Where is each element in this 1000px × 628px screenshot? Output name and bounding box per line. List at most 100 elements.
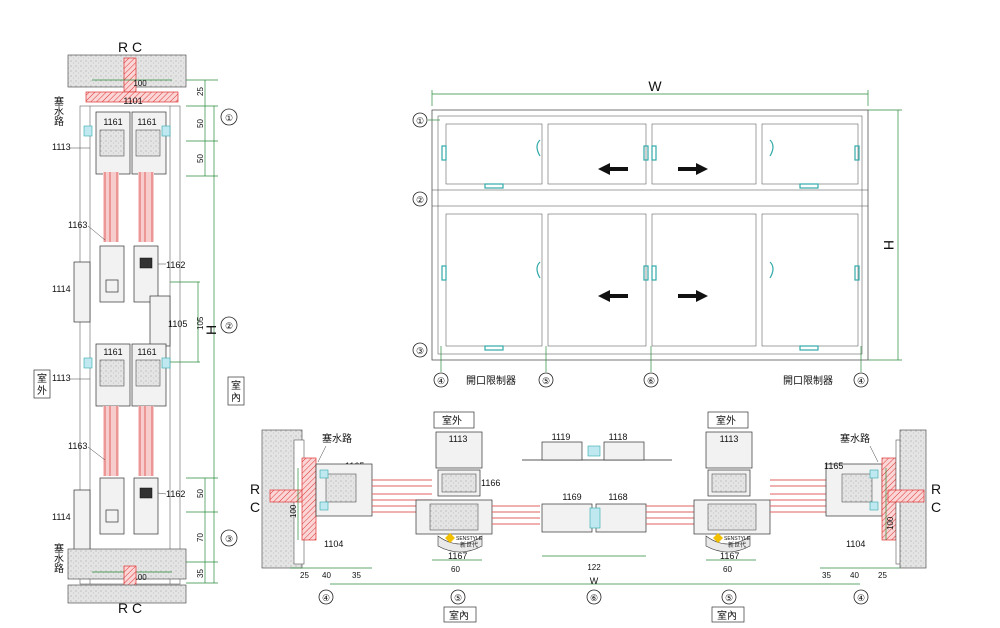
indoor-left-1: 室 [231,379,241,392]
horizontal-section: R C 塞水路 1165 1104 100 室外 1113 1166 SENST… [250,411,941,623]
part-1161-c: 1161 [103,347,122,357]
arrow-left-icon [598,290,628,302]
part-1162-top: 1162 [166,260,185,270]
rc-top-label: R C [118,39,142,55]
limiter-icon [484,345,504,351]
w-label-top: W [648,78,662,94]
water-plug-top-2: 水 [54,106,64,118]
part-1166: 1166 [481,478,500,488]
dim-25-left: 25 [300,571,309,580]
limiter-icon [799,345,819,351]
part-1169: 1169 [562,492,581,502]
brand-en-right: SENSTYLE [724,536,751,542]
hook-icon [769,261,774,279]
part-1119: 1119 [552,432,571,442]
part-1161-b: 1161 [137,117,156,127]
limiter-icon [799,183,819,189]
marker-5-bottom-left: ⑤ [454,593,462,603]
w-label-bottom: W [590,576,599,586]
handle-icon [651,145,657,161]
water-plug-bottom-2: 水 [54,553,64,565]
hook-icon [536,261,541,279]
water-plug-left: 塞水路 [322,432,352,445]
indoor-left-2: 內 [231,392,241,404]
part-1114-bottom: 1114 [52,512,71,522]
dim-25-top: 25 [196,87,205,96]
handle-icon [651,265,657,281]
dim-70: 70 [196,533,205,542]
marker-2-left: ② [225,321,233,331]
dim-40-right: 40 [850,571,859,580]
outdoor-mid-left: 室外 [442,414,462,427]
mid-sash-right [133,245,159,303]
part-1113-right: 1113 [720,434,739,444]
dim-50-bottom: 50 [196,489,205,498]
dim-100-right: 100 [886,516,895,530]
part-1167-left: 1167 [448,551,467,561]
brand-logo-icon [713,533,723,543]
part-1167-right: 1167 [720,551,739,561]
dim-100-left: 100 [289,504,298,518]
c-left: C [250,499,260,515]
part-1161-a: 1161 [103,117,122,127]
dim-35-left: 35 [196,569,205,578]
part-1168: 1168 [608,492,627,502]
marker-4-bottom-left: ④ [322,593,330,603]
elevation-view: W [412,78,902,388]
dim-35-bottom-right: 35 [822,571,831,580]
dim-60-left: 60 [451,565,460,574]
r-left: R [250,481,260,497]
water-plug-right: 塞水路 [840,432,870,445]
indoor-bottom-right: 室內 [717,609,737,622]
part-1163-top: 1163 [68,220,87,230]
arrow-right-icon [678,290,708,302]
marker-6-elev: ⑥ [647,376,655,386]
dim-35-bottom-left: 35 [352,571,361,580]
arrow-right-icon [678,163,708,175]
brand-logo-icon [445,533,455,543]
marker-1-elev: ① [416,116,424,126]
opening-limiter-left: 開口限制器 [466,374,516,387]
part-1163-bottom: 1163 [68,441,87,451]
part-1104-left: 1104 [324,539,343,549]
dim-105: 105 [196,316,205,330]
rc-bottom-label: R C [118,600,142,616]
dim-122: 122 [587,563,601,572]
part-1118: 1118 [609,432,628,442]
outdoor-left-1: 室 [37,372,47,385]
part-1165-right: 1165 [824,461,843,471]
part-1101: 1101 [123,96,142,106]
dim-25-right: 25 [878,571,887,580]
opening-limiter-right: 開口限制器 [783,374,833,387]
part-1113-top: 1113 [52,142,71,152]
arrow-left-icon [598,163,628,175]
marker-3-elev: ③ [416,346,424,356]
water-plug-top-3: 路 [54,115,64,128]
outdoor-left-2: 外 [37,385,47,397]
part-1113-mid: 1113 [52,373,71,383]
marker-3-left: ③ [225,534,233,544]
dim-100-top: 100 [133,79,147,88]
outdoor-mid-right: 室外 [716,414,736,427]
water-plug-bottom-3: 路 [54,562,64,575]
marker-5-elev: ⑤ [542,376,550,386]
r-right: R [931,481,941,497]
part-1113-left: 1113 [449,434,468,444]
water-plug-bottom-1: 塞 [54,542,64,555]
handle-icon [854,145,860,161]
h-label-left: H [203,325,219,335]
handle-icon [643,265,649,281]
handle-icon [854,265,860,281]
marker-5-bottom-right: ⑤ [725,593,733,603]
marker-4-bottom-right: ④ [857,593,865,603]
left-sealant [301,457,317,541]
hook-icon [536,139,541,157]
marker-6-bottom: ⑥ [590,593,598,603]
top-sealant [85,91,179,103]
part-1161-d: 1161 [137,347,156,357]
water-plug-top-1: 塞 [54,95,64,108]
dim-100-bottom: 100 [133,573,147,582]
right-anchor [887,489,925,503]
h-label-right: H [881,240,897,250]
